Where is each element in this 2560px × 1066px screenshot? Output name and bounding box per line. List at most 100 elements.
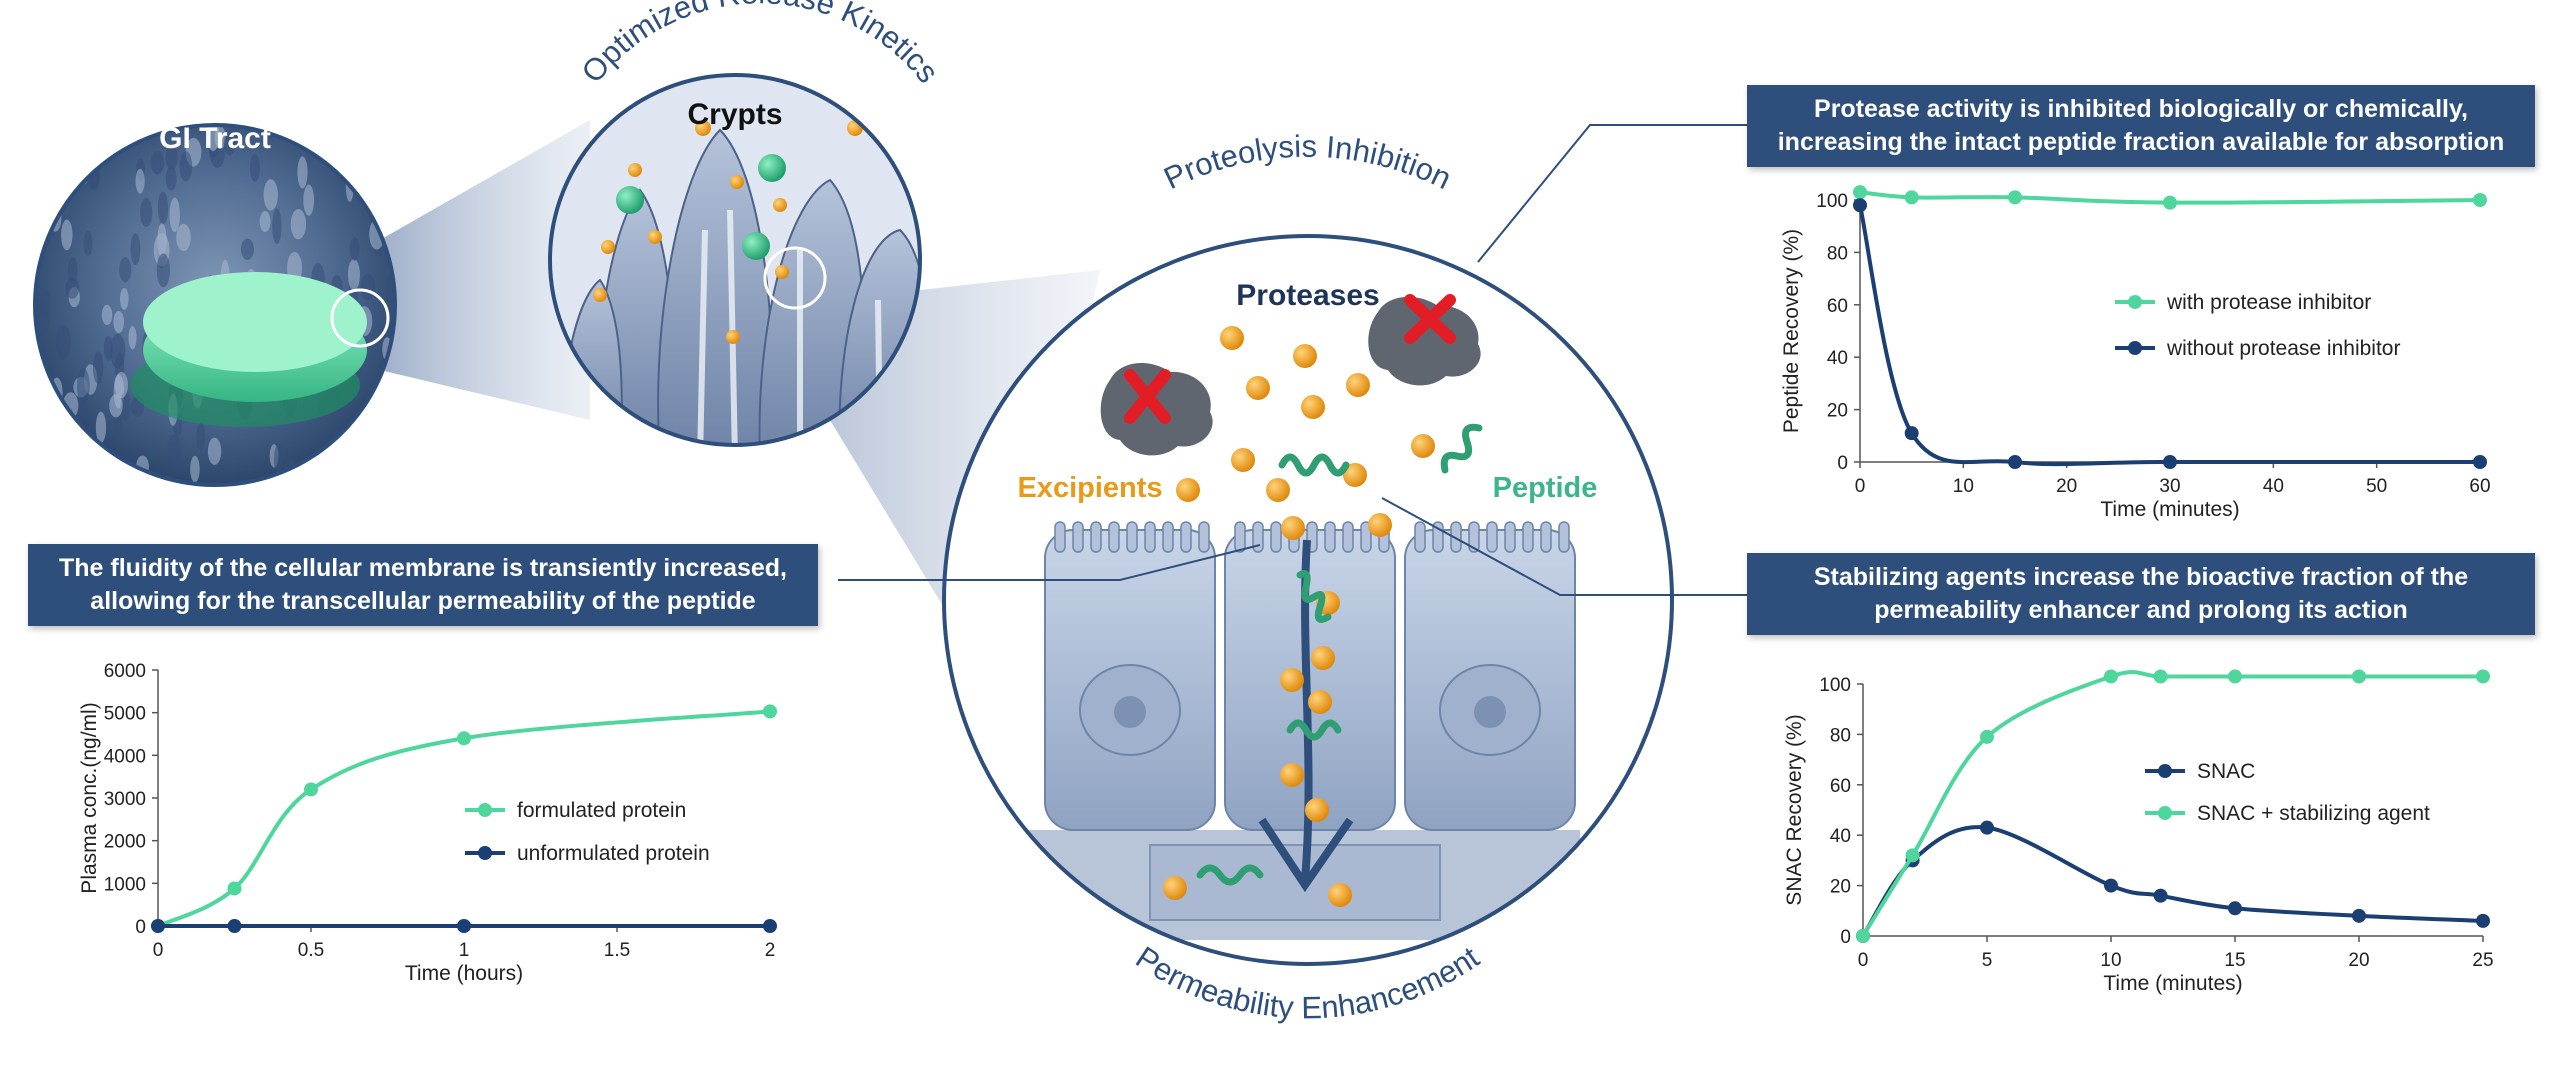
villus [390,125,395,142]
villus [207,437,222,465]
banner-membrane-fluidity: The fluidity of the cellular membrane is… [28,544,818,626]
microvillus [1324,521,1336,553]
villus [61,219,73,251]
villus [349,237,360,261]
microvillus [1234,521,1246,553]
villus [120,391,131,422]
villus [119,287,129,310]
crypt-structures [550,128,920,445]
villus [113,413,123,435]
villus [92,351,104,385]
legend-label: without protease inhibitor [2166,337,2400,360]
villus [165,166,177,191]
villus [375,400,391,425]
banner-fluidity-line-2: allowing for the transcellular permeabil… [90,587,756,615]
cone-gi-to-crypts [380,120,590,420]
villus [83,458,92,485]
villus [83,230,93,257]
y-tick-label: 100 [1816,191,1848,212]
villus [165,145,178,170]
microvillus [1162,521,1174,553]
data-point [304,782,318,797]
x-tick-label: 5 [1982,950,1993,971]
y-tick-label: 5000 [104,704,146,725]
banner-stabilizing-line-1: Stabilizing agents increase the bioactiv… [1813,563,2469,591]
data-point [2163,195,2177,210]
villus [297,156,308,189]
proteases-label: Proteases [1236,279,1379,312]
data-point [763,704,777,719]
villus [360,273,376,301]
data-point [2352,908,2366,923]
legend-marker [2128,341,2142,355]
data-point [763,919,777,933]
villus [103,335,113,361]
data-point [2008,455,2022,469]
microvillus [1414,521,1426,553]
villus [196,422,206,451]
microvilli [1054,521,1570,553]
x-tick-label: 0 [153,940,164,961]
villus [290,209,307,240]
villus [169,197,180,233]
banner-protease-line-2: increasing the intact peptide fraction a… [1777,128,2505,156]
data-point [2153,669,2168,684]
legend-marker [2158,806,2172,820]
microvillus [1090,521,1102,553]
series-line [1858,204,2480,467]
y-tick-label: 3000 [104,789,146,810]
x-tick-label: 0 [1858,950,1869,971]
y-tick-label: 100 [1819,675,1851,696]
villus [131,125,143,141]
x-axis-label: Time (minutes) [2100,498,2239,521]
x-tick-label: 20 [2056,476,2077,497]
villus [376,442,392,475]
x-axis-label: Time (minutes) [2103,972,2242,995]
villus [67,257,78,284]
y-tick-label: 4000 [104,746,146,767]
data-point [1904,426,1919,441]
data-point [457,731,471,746]
proteolysis-inhibition-label: Proteolysis Inhibition [1158,129,1456,196]
microvillus [1504,521,1516,553]
villus [119,257,132,283]
microvillus [1360,521,1372,553]
villus [61,126,74,158]
data-point [2104,669,2118,684]
y-tick-label: 1000 [104,874,146,895]
data-point [2153,888,2168,903]
legend-marker [478,803,492,817]
villus [303,184,315,216]
villus [384,274,395,304]
excipients-label: Excipients [1017,472,1162,504]
villus [347,259,360,291]
y-tick-label: 0 [135,917,146,938]
data-point [227,881,242,896]
x-tick-label: 1.5 [604,940,630,961]
villus [109,394,123,418]
villus [64,157,73,190]
villus [39,289,52,319]
villus [190,455,200,483]
villus [55,324,71,360]
villus [101,304,113,326]
data-point [2228,901,2242,916]
y-tick-label: 2000 [104,832,146,853]
peptide-helices [1196,423,1483,886]
microvillus [1468,521,1480,553]
y-tick-label: 60 [1830,776,1851,797]
x-tick-label: 10 [1953,476,1974,497]
microvillus [1180,521,1192,553]
villus [95,411,107,443]
connector-lines [838,124,1750,596]
microvillus [1198,521,1210,553]
villus [60,137,70,163]
series-line [1861,825,2484,938]
villus [223,132,236,156]
villus [263,179,278,211]
microvillus [1540,521,1552,553]
